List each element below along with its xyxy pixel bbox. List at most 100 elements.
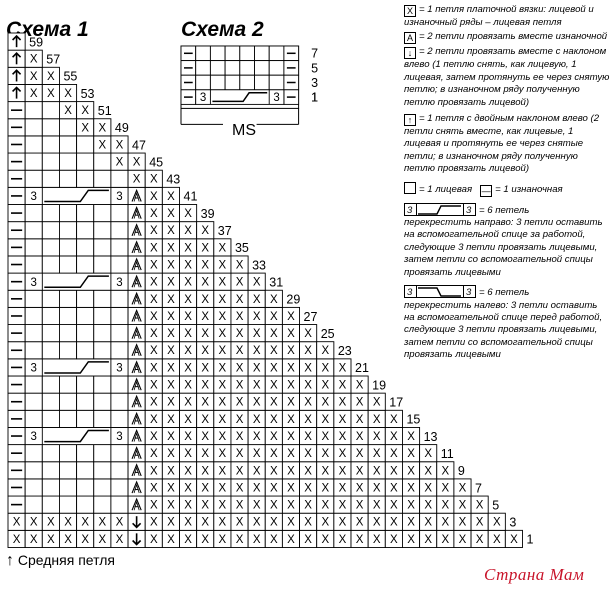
x-stitch: X <box>219 328 227 340</box>
x-stitch: X <box>201 500 209 512</box>
chart-cell: X <box>161 186 180 205</box>
x-stitch: X <box>304 414 312 426</box>
decrease-a <box>131 429 142 442</box>
x-stitch: X <box>167 328 175 340</box>
row-number: 19 <box>372 378 386 392</box>
scheme2-cell <box>268 45 285 62</box>
x-stitch: X <box>219 397 227 409</box>
row-number: 1 <box>527 533 534 547</box>
cell-box <box>209 60 226 76</box>
x-stitch: X <box>150 191 158 203</box>
cable-count: 3 <box>31 363 37 375</box>
x-stitch: X <box>116 534 124 546</box>
x-stitch: X <box>150 311 158 323</box>
scheme2-cell <box>268 60 285 76</box>
chart-cell: X <box>419 444 438 463</box>
cable-left-icon: 3 3 <box>404 285 476 299</box>
x-stitch: X <box>321 362 329 374</box>
x-stitch: X <box>133 174 141 186</box>
x-stitch: X <box>407 500 415 512</box>
x-stitch: X <box>373 397 381 409</box>
cable-count: 3 <box>31 431 37 443</box>
x-stitch: X <box>304 517 312 529</box>
x-stitch: X <box>236 465 244 477</box>
chart-cell: X <box>316 341 335 360</box>
x-stitch: X <box>339 431 347 443</box>
cable-count: 3 <box>31 277 37 289</box>
x-stitch: X <box>339 448 347 460</box>
x-stitch: X <box>407 465 415 477</box>
scheme2-cell <box>254 74 270 91</box>
x-stitch: X <box>150 328 158 340</box>
x-stitch: X <box>150 259 158 271</box>
x-stitch: X <box>150 534 158 546</box>
scheme2-cell <box>195 45 211 62</box>
cell-box <box>436 461 455 480</box>
x-stitch: X <box>184 397 192 409</box>
cell-box <box>224 74 241 91</box>
x-stitch: X <box>356 448 364 460</box>
cable-line <box>44 275 109 288</box>
x-stitch: X <box>133 157 141 169</box>
x-stitch: X <box>201 482 209 494</box>
cell-box <box>224 45 241 62</box>
x-stitch: X <box>253 362 261 374</box>
x-stitch: X <box>356 414 364 426</box>
cell-box <box>179 204 198 223</box>
legend-purl-text: = 1 изнаночная <box>495 183 563 195</box>
cell-box <box>367 392 386 411</box>
x-stitch: X <box>407 517 415 529</box>
x-stitch: X <box>441 517 449 529</box>
x-stitch: X <box>184 242 192 254</box>
cell-box <box>281 306 300 325</box>
row-number: 7 <box>475 481 482 495</box>
x-stitch: X <box>304 448 312 460</box>
x-stitch: X <box>184 294 192 306</box>
x-stitch: X <box>201 397 209 409</box>
cell-box <box>209 74 226 91</box>
svg-text:3: 3 <box>407 205 413 216</box>
svg-text:3: 3 <box>466 205 472 216</box>
scheme2-title: Схема 2 <box>181 18 264 41</box>
chart-cell <box>127 512 146 531</box>
arrow-up-head <box>12 52 22 58</box>
chart-cell <box>7 32 26 51</box>
x-stitch: X <box>201 294 209 306</box>
chart-cell: X <box>24 49 43 68</box>
legend-knit-text: = 1 лицевая <box>419 183 473 195</box>
x-stitch: X <box>321 345 329 357</box>
x-stitch: X <box>390 534 398 546</box>
x-stitch: X <box>30 88 38 100</box>
cell-box <box>161 186 180 205</box>
scheme2-cell <box>239 45 255 62</box>
cable-count: 3 <box>116 363 122 375</box>
x-stitch: X <box>424 534 432 546</box>
x-stitch: X <box>287 500 295 512</box>
scheme2-cell <box>268 74 285 91</box>
x-stitch: X <box>167 311 175 323</box>
x-stitch: X <box>236 482 244 494</box>
x-stitch: X <box>150 174 158 186</box>
x-stitch: X <box>270 534 278 546</box>
x-stitch: X <box>30 517 38 529</box>
cell-box <box>213 238 232 257</box>
cell-box <box>59 83 78 103</box>
x-stitch: X <box>253 534 261 546</box>
cell-box <box>110 135 129 154</box>
x-stitch: X <box>287 380 295 392</box>
x-stitch: X <box>81 122 89 134</box>
decrease-a <box>131 446 142 459</box>
x-stitch: X <box>167 191 175 203</box>
x-stitch: X <box>167 294 175 306</box>
scheme2-cell <box>224 45 241 62</box>
x-stitch: X <box>167 259 175 271</box>
row-number: 45 <box>149 155 163 169</box>
cell-box <box>402 427 421 446</box>
x-stitch: X <box>424 517 432 529</box>
chart-cell: X <box>436 461 455 480</box>
x-stitch: X <box>270 517 278 529</box>
x-stitch: X <box>219 534 227 546</box>
x-stitch: X <box>390 414 398 426</box>
x-stitch: X <box>219 448 227 460</box>
